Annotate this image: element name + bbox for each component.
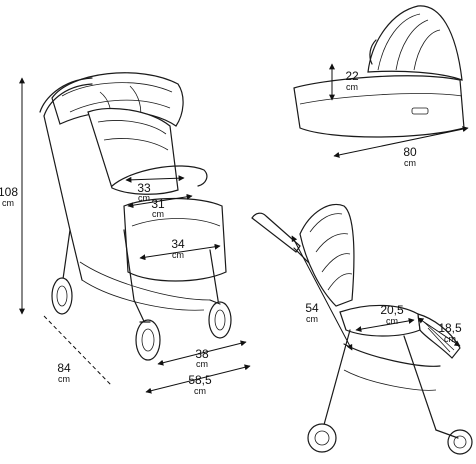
label-seat-depth-unit: cm xyxy=(386,316,398,326)
label-seat-base-value: 34 xyxy=(171,237,185,251)
label-footrest-value: 18,5 xyxy=(438,321,462,335)
label-wheelbase-front-value: 38 xyxy=(195,347,209,361)
wheel-rear-right xyxy=(135,319,161,361)
main-stroller-illustration xyxy=(39,72,232,361)
wheel-rear-left xyxy=(51,277,73,315)
dim-line-seat-top xyxy=(125,175,185,183)
dim-line-backrest xyxy=(291,235,353,351)
label-depth-unit: cm xyxy=(58,374,70,384)
wheel-reclined-rear xyxy=(307,423,337,453)
dim-line-depth xyxy=(43,315,113,387)
label-backrest-value: 54 xyxy=(305,301,319,315)
label-wheelbase-width-unit: cm xyxy=(194,386,206,396)
dim-line-seat-base xyxy=(139,243,221,261)
wheel-reclined-front xyxy=(447,429,473,455)
label-height-value: 108 xyxy=(0,185,18,199)
label-wheelbase-front-unit: cm xyxy=(196,359,208,369)
dim-line-wheelbase-front xyxy=(157,340,247,366)
dim-line-footrest xyxy=(417,317,461,347)
label-seat-depth-value: 20,5 xyxy=(380,303,404,317)
label-depth-value: 84 xyxy=(57,361,71,375)
label-seat-base-unit: cm xyxy=(172,250,184,260)
label-carrycot-length-unit: cm xyxy=(404,158,416,168)
label-seat-top-unit: cm xyxy=(138,193,150,203)
label-footrest-unit: cm xyxy=(444,334,456,344)
dim-line-seat-depth xyxy=(355,317,415,333)
label-seat-mid-value: 31 xyxy=(151,197,165,211)
label-wheelbase-width-value: 58,5 xyxy=(188,373,212,387)
dim-line-seat-mid xyxy=(127,193,193,209)
carrycot-illustration xyxy=(293,5,465,138)
label-backrest-unit: cm xyxy=(306,314,318,324)
dim-line-wheelbase-width xyxy=(145,364,251,394)
label-carrycot-length-value: 80 xyxy=(403,145,417,159)
wheel-front-right xyxy=(208,301,232,339)
label-seat-mid-unit: cm xyxy=(152,209,164,219)
label-height-unit: cm xyxy=(2,198,14,208)
label-carrycot-height-unit: cm xyxy=(346,82,358,92)
label-seat-top-value: 33 xyxy=(137,181,151,195)
dim-line-carrycot-length xyxy=(333,126,469,158)
label-carrycot-height-value: 22 xyxy=(345,69,359,83)
